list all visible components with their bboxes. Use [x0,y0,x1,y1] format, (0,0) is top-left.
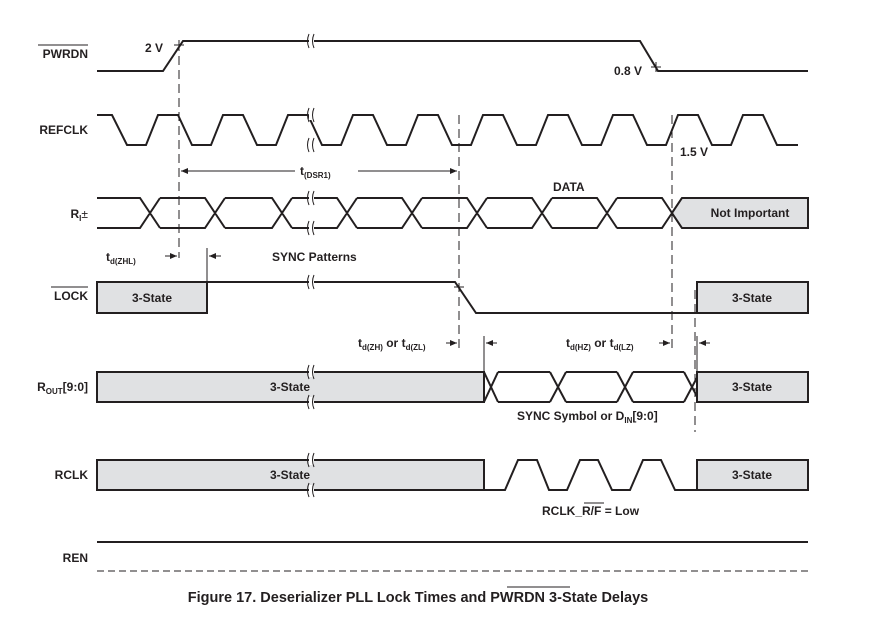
signal-label-lock: LOCK [54,289,88,303]
break-mark [312,274,315,290]
lock-3state-box-right [696,281,809,314]
break-mark [307,137,310,153]
break-mark [312,190,315,206]
lock-3state-label-right: 3-State [732,291,772,305]
rclk-3state-label-right: 3-State [732,468,772,482]
rclk-3state-box-right [696,459,809,491]
break-gap [309,277,314,287]
break-mark [312,107,315,123]
rout-3state-box-right [696,371,809,403]
break-mark [307,452,310,468]
sync-patterns-label: SYNC Patterns [272,250,357,264]
signal-label-refclk: REFCLK [39,123,88,137]
break-gap [309,140,314,150]
signal-label-rclk: RCLK [55,468,89,482]
lock-waveform [207,281,697,314]
break-gap [309,367,314,377]
t-dsr1-label: t(DSR1) [300,164,331,180]
not-important-box [670,197,809,229]
break-gap [309,36,314,46]
td-hz-lz-label: td(HZ) or td(LZ) [566,336,634,352]
rout-data-waveform [483,371,701,403]
break-mark [307,364,310,380]
break-mark [307,190,310,206]
rout-3state-label-right: 3-State [732,380,772,394]
signal-label-rout: ROUT[9:0] [37,380,88,396]
threshold-ticks [174,40,661,72]
rout-3state-label-left: 3-State [270,380,310,394]
sync-symbol-label: SYNC Symbol or DIN[9:0] [517,409,658,425]
threshold-2v: 2 V [145,41,163,55]
time-break-marks [307,33,315,498]
lock-3state-box-left [96,281,208,314]
break-gap [309,193,314,203]
break-gap [309,397,314,407]
break-mark [312,137,315,153]
break-mark [307,394,310,410]
break-mark [307,220,310,236]
break-mark [307,107,310,123]
figure-caption: Figure 17. Deserializer PLL Lock Times a… [188,590,648,606]
td-zhl-label: td(ZHL) [106,250,136,266]
pwrdn-waveform [97,40,808,72]
rclk-waveform [484,459,697,491]
break-mark [307,274,310,290]
signal-label-ri: RI± [71,207,89,223]
data-label: DATA [553,180,585,194]
signal-label-pwrdn: PWRDN [43,47,88,61]
break-gap [309,455,314,465]
break-mark [312,452,315,468]
rout-3state-box-left [96,371,485,403]
break-mark [312,394,315,410]
break-mark [307,33,310,49]
break-gap [309,485,314,495]
break-mark [312,364,315,380]
refclk-waveform [97,114,798,146]
break-mark [312,33,315,49]
threshold-15v: 1.5 V [680,145,708,159]
ri-waveform [97,197,683,229]
signal-label-ren: REN [63,551,88,565]
rclk-3state-box-left [96,459,485,491]
td-zh-zl-label: td(ZH) or td(ZL) [358,336,426,352]
rclk-3state-label-left: 3-State [270,468,310,482]
break-gap [309,223,314,233]
break-mark [307,482,310,498]
lock-3state-label-left: 3-State [132,291,172,305]
not-important-label: Not Important [711,206,790,220]
break-mark [312,482,315,498]
threshold-08v: 0.8 V [614,64,642,78]
rclk-rf-label: RCLK_R/F = Low [542,504,640,518]
break-gap [309,110,314,120]
break-mark [312,220,315,236]
